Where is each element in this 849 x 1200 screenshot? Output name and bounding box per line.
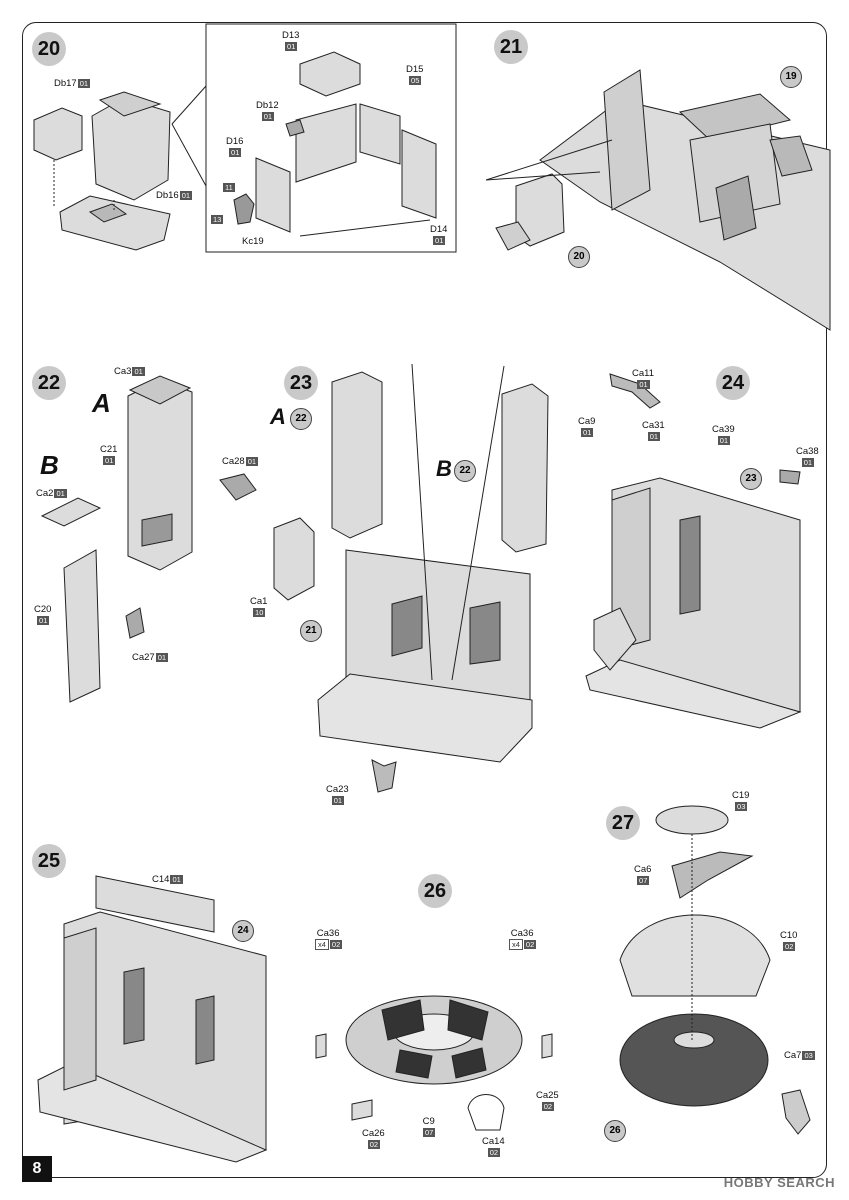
step-25-number: 25	[32, 844, 66, 878]
ref-21: 21	[300, 620, 322, 642]
variant-letter-a: A	[92, 388, 111, 418]
step23-letter-b: B	[436, 456, 452, 481]
step26-drawing	[315, 995, 553, 1131]
step-26-number: 26	[418, 874, 452, 908]
step23-drawing	[273, 363, 549, 793]
page-number: 8	[22, 1156, 52, 1182]
part-label-13: 13	[211, 214, 224, 224]
part-label-11: 11	[223, 182, 235, 192]
ref-26: 26	[604, 1120, 626, 1142]
ref-19: 19	[780, 66, 802, 88]
step-24-number: 24	[716, 366, 750, 400]
step-20-number: 20	[32, 32, 66, 66]
ref-23: 23	[740, 468, 762, 490]
step20-drawing	[33, 85, 207, 251]
step20-inset-drawing	[233, 51, 437, 237]
variant-letter-b: B	[40, 450, 59, 480]
ref-22-b: 22	[454, 460, 476, 482]
ref-20: 20	[568, 246, 590, 268]
ref-22-a: 22	[290, 408, 312, 430]
step22-drawing	[40, 375, 257, 703]
step21-drawing	[485, 69, 831, 331]
watermark: HOBBY SEARCH	[723, 1175, 835, 1190]
step25-drawing	[37, 875, 268, 1163]
page-frame	[22, 22, 827, 1178]
step23-letter-a: A	[270, 404, 286, 429]
step27-drawing	[619, 805, 811, 1135]
step20-inset	[205, 23, 457, 253]
step-21-number: 21	[494, 30, 528, 64]
step-23-number: 23	[284, 366, 318, 400]
step-22-number: 22	[32, 366, 66, 400]
ref-24: 24	[232, 920, 254, 942]
step24-drawing	[585, 373, 802, 729]
part-label-kc19: Kc19	[242, 236, 264, 247]
step-27-number: 27	[606, 806, 640, 840]
